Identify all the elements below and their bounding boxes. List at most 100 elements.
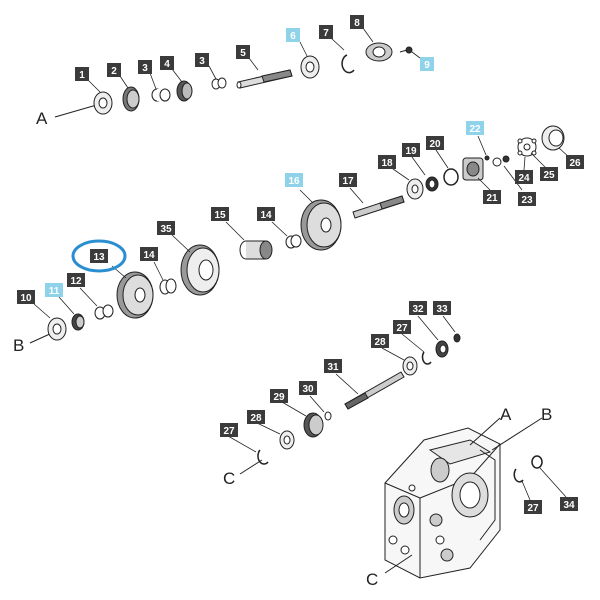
- ring-part-7: [341, 54, 355, 74]
- callout-18[interactable]: 18: [378, 155, 396, 169]
- callout-box: [211, 207, 229, 221]
- callout-number: 15: [214, 210, 226, 221]
- plug-part-33: [453, 333, 461, 343]
- bushing-part-3a: [151, 88, 171, 102]
- callout-number: 27: [223, 426, 235, 437]
- callout-2[interactable]: 2: [107, 63, 121, 77]
- callout-number: 28: [250, 413, 262, 424]
- callout-number: 3: [142, 63, 148, 74]
- callout-15[interactable]: 15: [211, 207, 229, 221]
- roller-part-15: [239, 240, 273, 260]
- axis-letter-c-row4: C: [223, 469, 235, 488]
- callout-labels: 1 2 3 4 3 5 6 7 8 9 22 20 19 18 16 17 24…: [17, 15, 584, 514]
- bearing-part-32: [435, 340, 449, 358]
- callout-box: [90, 249, 108, 263]
- callout-23[interactable]: 23: [518, 192, 536, 206]
- callout-10[interactable]: 10: [17, 290, 35, 304]
- callout-17[interactable]: 17: [339, 173, 357, 187]
- callout-box: [409, 301, 427, 315]
- callout-25[interactable]: 25: [540, 167, 558, 181]
- callout-box: [45, 283, 63, 297]
- callout-27b[interactable]: 27: [220, 423, 238, 437]
- callout-box: [138, 60, 152, 74]
- shaft-b-assembly: [29, 221, 302, 344]
- bushing-part-14b: [159, 278, 177, 295]
- callout-33[interactable]: 33: [433, 301, 451, 315]
- callout-30[interactable]: 30: [299, 381, 317, 395]
- callout-27c[interactable]: 27: [524, 500, 542, 514]
- bushing-part-12: [94, 304, 114, 320]
- axis-line-b: [29, 332, 53, 344]
- callout-4[interactable]: 4: [160, 56, 174, 70]
- callout-number: 7: [323, 28, 329, 39]
- callout-31[interactable]: 31: [324, 359, 342, 373]
- axis-line-housing-a: [469, 417, 501, 446]
- callout-box: [220, 423, 238, 437]
- callout-box: [339, 173, 357, 187]
- callout-13[interactable]: 13: [90, 249, 108, 263]
- callout-14a[interactable]: 14: [257, 207, 275, 221]
- callout-29[interactable]: 29: [270, 389, 288, 403]
- circlip-part-27c: [513, 468, 524, 483]
- callout-35[interactable]: 35: [157, 221, 175, 235]
- callout-box: [270, 389, 288, 403]
- callout-26[interactable]: 26: [566, 155, 584, 169]
- callout-24[interactable]: 24: [515, 170, 533, 184]
- callout-box: [324, 359, 342, 373]
- callout-28b[interactable]: 28: [247, 410, 265, 424]
- axis-letters: A B C A B C: [13, 109, 552, 589]
- callout-32[interactable]: 32: [409, 301, 427, 315]
- bushing-part-14a: [285, 234, 302, 249]
- callout-5[interactable]: 5: [236, 45, 250, 59]
- shaft-part-31: [344, 371, 405, 410]
- callout-3b[interactable]: 3: [195, 53, 209, 67]
- shaft-part-5: [236, 69, 293, 89]
- callout-number: 16: [288, 176, 300, 187]
- callout-number: 26: [569, 158, 581, 169]
- gear-part-13: [116, 271, 154, 319]
- callout-number: 35: [160, 224, 172, 235]
- callout-22[interactable]: 22: [466, 121, 484, 135]
- callout-box: [257, 207, 275, 221]
- callout-box: [236, 45, 250, 59]
- callout-34[interactable]: 34: [560, 497, 578, 511]
- callout-8[interactable]: 8: [350, 15, 364, 29]
- callout-number: 21: [486, 193, 498, 204]
- callout-16[interactable]: 16: [285, 173, 303, 187]
- callout-box: [140, 247, 158, 261]
- callout-number: 2: [111, 66, 117, 77]
- callout-number: 24: [518, 173, 530, 184]
- callout-11[interactable]: 11: [45, 283, 63, 297]
- callout-number: 25: [543, 170, 555, 181]
- callout-27a[interactable]: 27: [393, 320, 411, 334]
- callout-number: 8: [354, 18, 360, 29]
- callout-7[interactable]: 7: [319, 25, 333, 39]
- callout-19[interactable]: 19: [402, 143, 420, 157]
- callout-number: 12: [70, 276, 82, 287]
- callout-21[interactable]: 21: [483, 190, 501, 204]
- bushing-part-3b: [211, 77, 227, 90]
- callout-9[interactable]: 9: [420, 57, 434, 71]
- callout-box: [157, 221, 175, 235]
- callout-box: [393, 320, 411, 334]
- axis-letter-a-row1: A: [36, 109, 48, 128]
- callout-28a[interactable]: 28: [371, 334, 389, 348]
- shaft-part-17: [352, 195, 405, 219]
- callout-6[interactable]: 6: [286, 28, 300, 42]
- gear-part-2: [122, 86, 140, 112]
- axis-line-a: [54, 103, 101, 118]
- callout-14b[interactable]: 14: [140, 247, 158, 261]
- callout-1[interactable]: 1: [75, 67, 89, 81]
- callout-box: [160, 56, 174, 70]
- axis-line-housing-c: [384, 554, 413, 574]
- callout-box: [402, 143, 420, 157]
- gear-part-4: [176, 80, 193, 102]
- gear-part-16: [300, 199, 342, 251]
- gear-part-35: [180, 244, 220, 296]
- callout-number: 22: [469, 124, 481, 135]
- callout-box: [67, 273, 85, 287]
- callout-box: [515, 170, 533, 184]
- callout-12[interactable]: 12: [67, 273, 85, 287]
- callout-20[interactable]: 20: [426, 136, 444, 150]
- callout-3a[interactable]: 3: [138, 60, 152, 74]
